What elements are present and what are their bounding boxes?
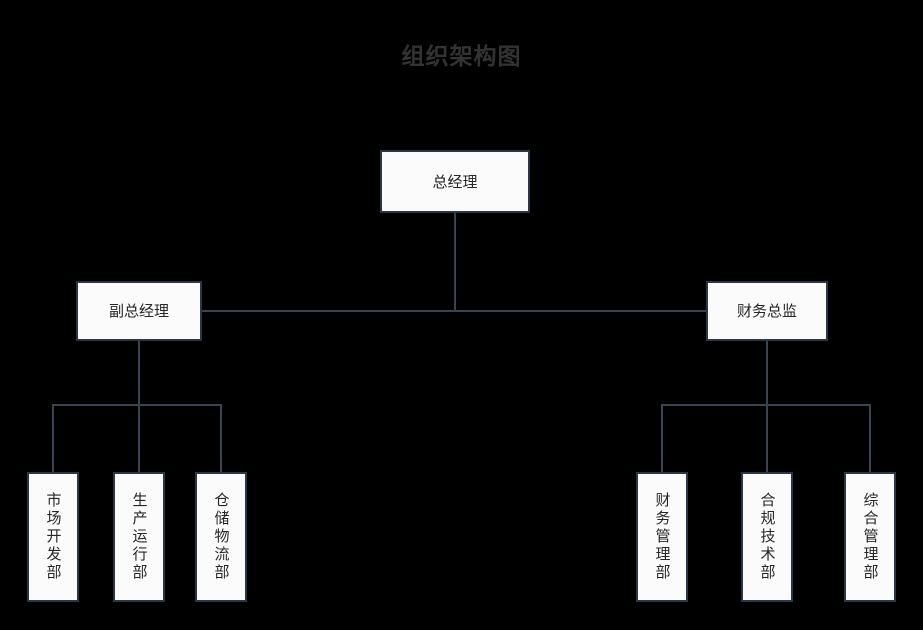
connector-left-bar: [52, 404, 222, 406]
node-compliance-technology-dept[interactable]: 合规技术部: [741, 472, 793, 602]
node-general-manager[interactable]: 总经理: [380, 150, 530, 213]
connector-right-bar: [661, 404, 870, 406]
node-deputy-general-manager[interactable]: 副总经理: [76, 281, 202, 341]
node-general-management-dept[interactable]: 综合管理部: [844, 472, 896, 602]
node-warehouse-logistics-dept[interactable]: 仓储物流部: [195, 472, 247, 602]
node-finance-director[interactable]: 财务总监: [706, 281, 828, 341]
node-label: 副总经理: [108, 302, 169, 320]
connector-right-child-1: [661, 404, 663, 473]
node-label: 财务管理部: [653, 492, 672, 582]
connector-left-child-1: [52, 404, 54, 473]
node-label: 市场开发部: [44, 492, 63, 582]
node-label: 总经理: [432, 172, 478, 191]
node-label: 合规技术部: [758, 492, 777, 582]
connector-right-drop: [766, 341, 768, 405]
connector-right-child-3: [869, 404, 871, 473]
node-marketing-development-dept[interactable]: 市场开发部: [27, 472, 79, 602]
connector-root-drop: [454, 213, 456, 312]
node-production-operations-dept[interactable]: 生产运行部: [113, 472, 165, 602]
node-finance-management-dept[interactable]: 财务管理部: [636, 472, 688, 602]
connector-level2-bar: [202, 310, 707, 312]
connector-left-drop: [138, 341, 140, 405]
connector-left-child-3: [220, 404, 222, 473]
chart-title: 组织架构图: [401, 44, 522, 70]
node-label: 综合管理部: [861, 492, 880, 582]
connector-right-child-2: [766, 404, 768, 473]
node-label: 生产运行部: [130, 492, 149, 582]
node-label: 仓储物流部: [212, 492, 231, 582]
node-label: 财务总监: [736, 302, 797, 320]
connector-left-child-2: [138, 404, 140, 473]
